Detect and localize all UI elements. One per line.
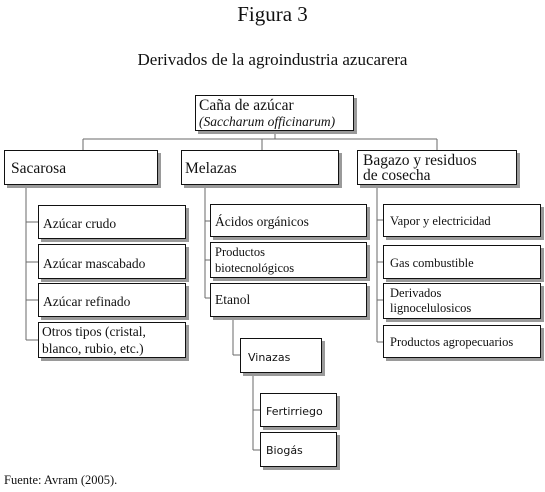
- node-derivados-label-2: lignocelulosicos: [390, 301, 472, 315]
- node-azucar-refinado-label: Azúcar refinado: [43, 294, 131, 309]
- node-gas-combustible-label: Gas combustible: [390, 256, 474, 270]
- category-melazas: Melazas: [181, 150, 339, 185]
- node-productos-agropecuarios: Productos agropecuarios: [383, 325, 541, 358]
- figure-subtitle: Derivados de la agroindustria azucarera: [137, 50, 408, 69]
- category-sacarosa: Sacarosa: [4, 150, 158, 185]
- node-productos-agropecuarios-label: Productos agropecuarios: [390, 335, 514, 349]
- node-biogas-label: Biogás: [266, 444, 303, 457]
- category-bagazo-label-1: Bagazo y residuos: [363, 152, 477, 169]
- node-otros-tipos: Otros tipos (cristal, blanco, rubio, etc…: [38, 322, 186, 358]
- category-bagazo: Bagazo y residuos de cosecha: [357, 150, 517, 185]
- root-scientific-name: (Saccharum officinarum): [199, 114, 336, 129]
- figure-source: Fuente: Avram (2005).: [4, 473, 118, 487]
- category-melazas-label: Melazas: [185, 160, 237, 177]
- node-fertirriego-label: Fertirriego: [266, 405, 323, 418]
- node-otros-tipos-label-1: Otros tipos (cristal,: [42, 324, 146, 339]
- node-etanol-label: Etanol: [215, 292, 251, 307]
- node-vapor-electricidad: Vapor y electricidad: [383, 204, 541, 237]
- root-node: Caña de azúcar (Saccharum officinarum): [195, 95, 354, 131]
- node-azucar-mascabado-label: Azúcar mascabado: [43, 256, 146, 271]
- root-label: Caña de azúcar: [199, 97, 294, 114]
- node-etanol: Etanol: [210, 283, 367, 317]
- node-productos-biotecnologicos-label-1: Productos: [215, 245, 265, 259]
- category-bagazo-label-2: de cosecha: [363, 167, 431, 184]
- node-azucar-refinado: Azúcar refinado: [38, 283, 186, 317]
- node-otros-tipos-label-2: blanco, rubio, etc.): [42, 341, 144, 356]
- node-productos-biotecnologicos: Productos biotecnológicos: [210, 242, 367, 278]
- node-azucar-crudo-label: Azúcar crudo: [43, 216, 117, 231]
- node-gas-combustible: Gas combustible: [383, 245, 541, 279]
- node-vinazas-label: Vinazas: [248, 351, 291, 364]
- node-azucar-crudo: Azúcar crudo: [38, 205, 186, 239]
- node-derivados-lignocelulosicos: Derivados lignocelulosicos: [383, 283, 541, 319]
- node-vinazas: Vinazas: [240, 338, 322, 373]
- figure-title: Figura 3: [237, 2, 308, 26]
- node-acidos-organicos: Ácidos orgánicos: [210, 204, 367, 237]
- category-sacarosa-label: Sacarosa: [11, 160, 67, 177]
- node-productos-biotecnologicos-label-2: biotecnológicos: [215, 261, 295, 275]
- node-acidos-organicos-label: Ácidos orgánicos: [215, 214, 309, 229]
- node-biogas: Biogás: [260, 432, 337, 467]
- node-vapor-electricidad-label: Vapor y electricidad: [390, 214, 491, 228]
- node-fertirriego: Fertirriego: [260, 393, 337, 427]
- node-azucar-mascabado: Azúcar mascabado: [38, 244, 186, 279]
- node-derivados-label-1: Derivados: [390, 286, 442, 300]
